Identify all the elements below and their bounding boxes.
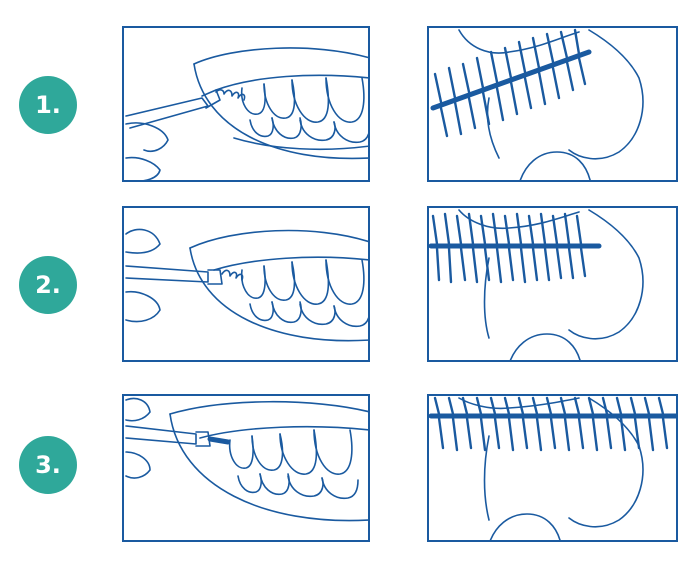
closeup-illustration (429, 396, 676, 540)
brush-bristles (433, 28, 587, 138)
step-1-mouth-panel (122, 26, 370, 182)
step-1-badge: 1. (19, 76, 77, 134)
closeup-illustration (429, 209, 644, 360)
step-2-label: 2. (35, 271, 61, 299)
step-3-closeup-panel (427, 394, 678, 542)
mouth-illustration (125, 228, 368, 342)
step-2-mouth-panel (122, 206, 370, 362)
step-2-badge: 2. (19, 256, 77, 314)
step-1-closeup-panel (427, 26, 678, 182)
step-3-label: 3. (35, 451, 61, 479)
brush-bristles (433, 396, 669, 452)
mouth-illustration (125, 397, 368, 522)
step-3-mouth-panel (122, 394, 370, 542)
step-3-badge: 3. (19, 436, 77, 494)
step-2-closeup-panel (427, 206, 678, 362)
closeup-illustration (430, 28, 644, 180)
mouth-illustration (125, 47, 368, 180)
step-1-label: 1. (35, 91, 61, 119)
brush-bristles (431, 212, 587, 284)
